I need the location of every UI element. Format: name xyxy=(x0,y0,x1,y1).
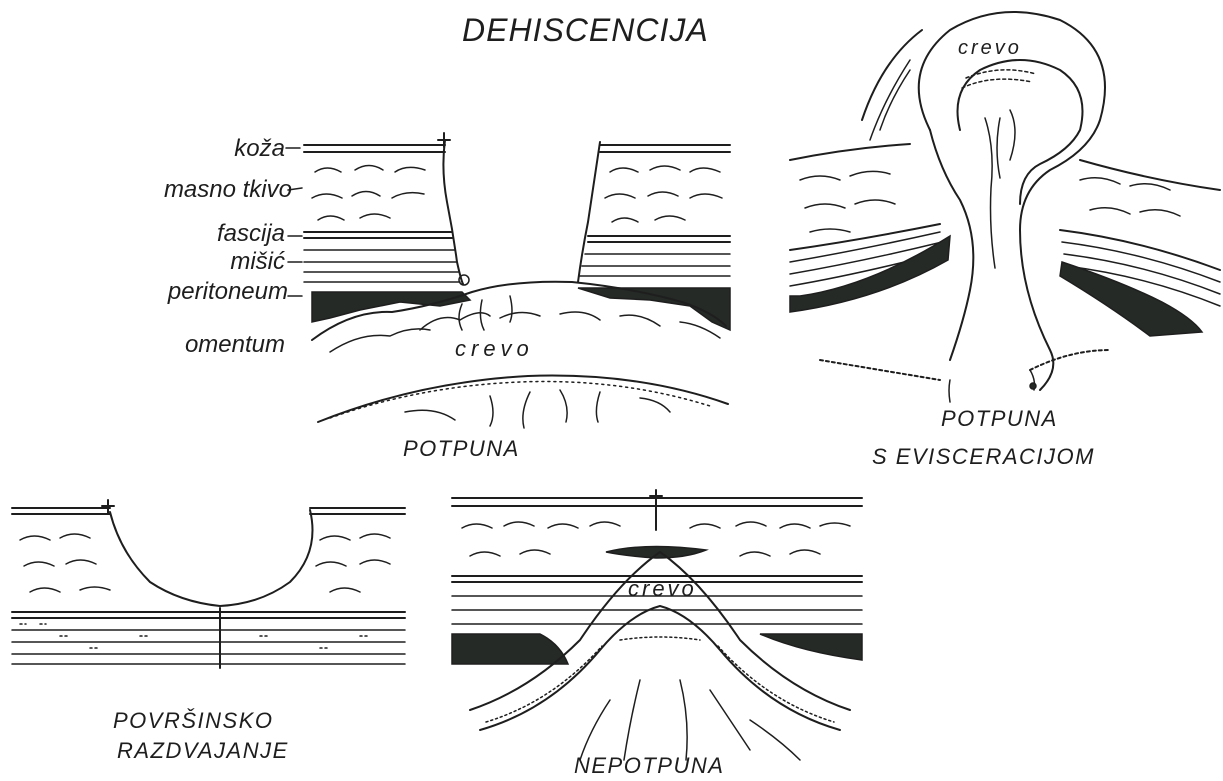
panel-evisceration xyxy=(790,12,1220,402)
right-wall-block xyxy=(578,142,730,330)
panel-complete xyxy=(286,133,730,428)
left-wall-block xyxy=(304,133,470,322)
panel-superficial xyxy=(12,500,405,668)
leader-fat xyxy=(288,188,302,190)
panel-incomplete xyxy=(452,490,862,760)
